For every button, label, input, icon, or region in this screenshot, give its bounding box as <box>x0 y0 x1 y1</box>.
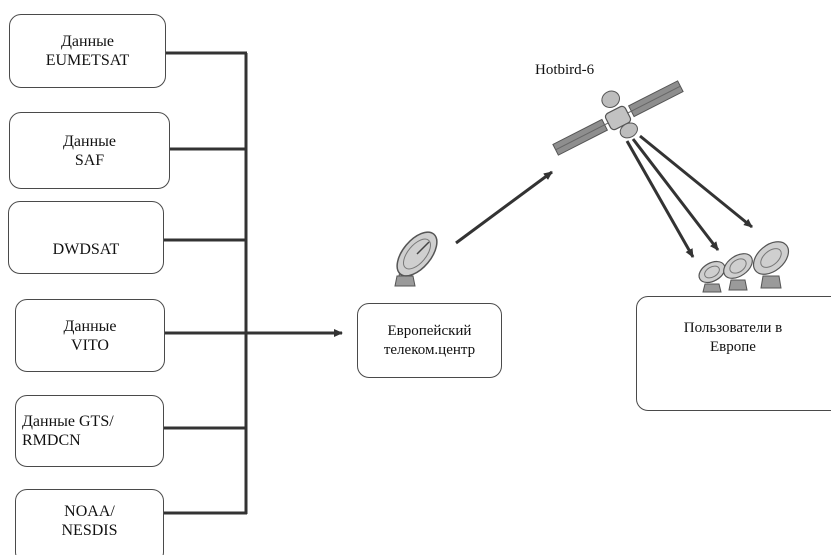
source-box-noaa: NOAA/ NESDIS <box>15 489 164 555</box>
source-box-dwdsat: DWDSAT <box>8 201 164 274</box>
satellite-dish-icon <box>394 231 438 287</box>
arrow-downlink-2 <box>631 138 720 251</box>
satellite-dishes-icon <box>698 241 790 293</box>
source-label-saf: Данные SAF <box>63 132 116 169</box>
source-box-gts: Данные GTS/ RMDCN <box>15 395 164 467</box>
source-label-vito: Данные VITO <box>63 317 117 354</box>
arrow-downlink-3 <box>639 134 753 229</box>
satellite-icon <box>552 80 684 156</box>
source-label-noaa: NOAA/ NESDIS <box>61 503 118 539</box>
users-box: Пользователи в Европе <box>636 296 831 411</box>
arrow-uplink <box>455 170 553 245</box>
telecom-center-label: Европейский телеком.центр <box>383 322 476 358</box>
telecom-center-box: Европейский телеком.центр <box>357 303 502 378</box>
satellite-label: Hotbird-6 <box>535 62 595 78</box>
source-label-gts: Данные GTS/ RMDCN <box>22 413 114 449</box>
arrow-downlink-1 <box>625 140 695 258</box>
source-box-eumetsat: Данные EUMETSAT <box>9 14 166 88</box>
source-label-dwdsat: DWDSAT <box>52 241 120 258</box>
source-label-eumetsat: Данные EUMETSAT <box>45 33 130 69</box>
source-box-saf: Данные SAF <box>9 112 170 189</box>
source-box-vito: Данные VITO <box>15 299 165 372</box>
users-label: Пользователи в Европе <box>683 320 783 355</box>
